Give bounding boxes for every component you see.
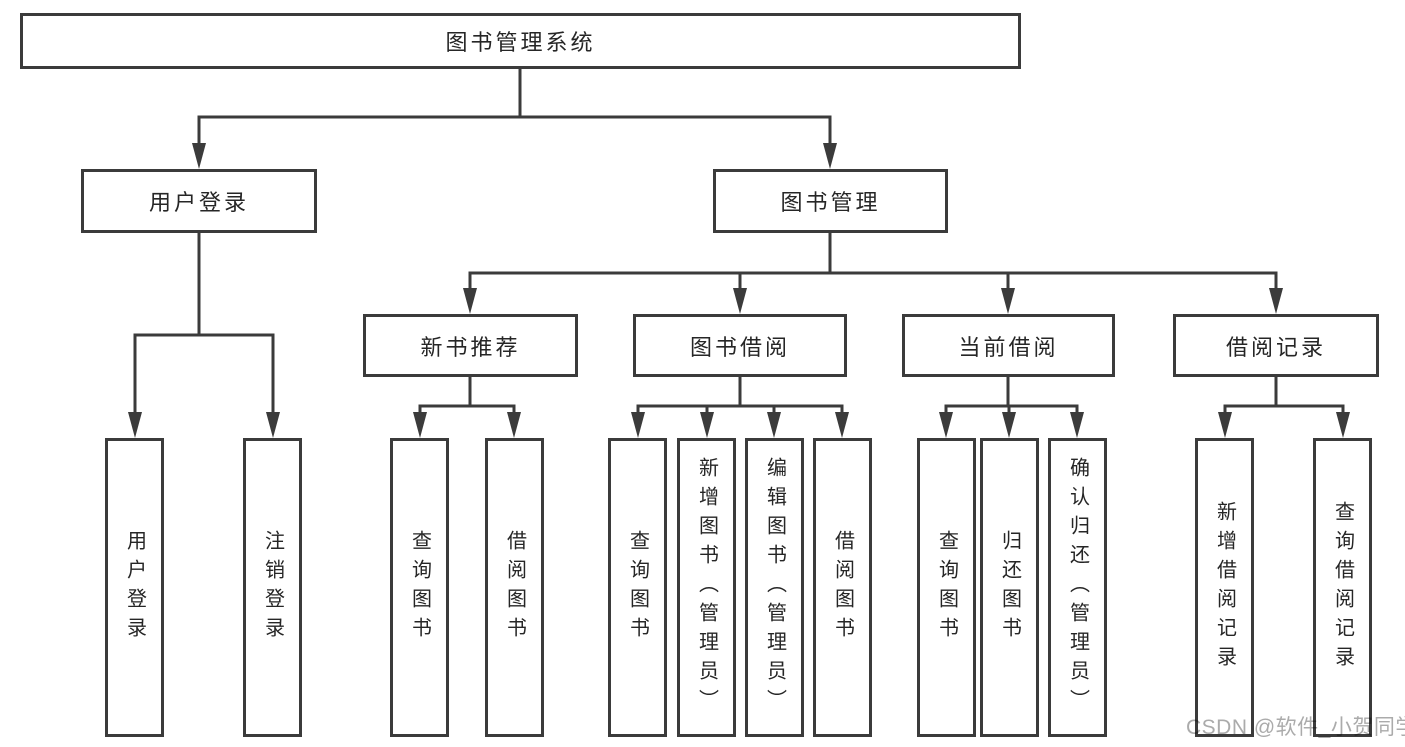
leaf-return-books: 归还图书 [980,438,1039,737]
node-library-management-system: 图书管理系统 [20,13,1021,69]
node-label: 借阅图书 [831,529,854,646]
leaf-borrow-books-recommend: 借阅图书 [485,438,544,737]
connector-current-borrowing-to-children [939,377,1084,438]
connector-book-borrowing-to-children [631,377,849,438]
node-label: 新增借阅记录 [1213,500,1236,675]
node-current-borrowing: 当前借阅 [902,314,1115,377]
node-label: 用户登录 [148,190,249,215]
node-label: 查询图书 [626,529,649,646]
connector-user-login-to-children [128,233,280,438]
node-label: 确认归还（管理员） [1066,457,1089,718]
node-label: 图书借阅 [689,334,790,360]
node-user-login: 用户登录 [81,169,317,233]
leaf-add-borrow-record: 新增借阅记录 [1195,438,1254,737]
leaf-confirm-return-admin: 确认归还（管理员） [1048,438,1107,737]
leaf-user-login: 用户登录 [105,438,164,737]
connector-book-management-to-children [463,233,1283,314]
node-label: 当前借阅 [958,334,1059,360]
node-label: 编辑图书（管理员） [763,457,786,718]
node-label: 查询图书 [935,529,958,646]
connector-new-book-recommend-to-children [413,377,521,438]
node-label: 查询借阅记录 [1331,500,1354,675]
node-book-borrowing: 图书借阅 [633,314,847,377]
leaf-add-book-admin: 新增图书（管理员） [677,438,736,737]
node-label: 查询图书 [408,529,431,646]
leaf-query-books-current: 查询图书 [917,438,976,737]
leaf-logout: 注销登录 [243,438,302,737]
leaf-borrow-books-borrowing: 借阅图书 [813,438,872,737]
node-label: 用户登录 [123,529,146,646]
node-book-management: 图书管理 [713,169,948,233]
node-label: 归还图书 [998,529,1021,646]
leaf-query-borrow-record: 查询借阅记录 [1313,438,1372,737]
csdn-watermark: CSDN @软件_小贺同学 [1186,716,1405,739]
node-borrowing-records: 借阅记录 [1173,314,1379,377]
node-new-book-recommend: 新书推荐 [363,314,578,377]
node-label: 图书管理系统 [445,30,596,55]
node-label: 新增图书（管理员） [695,457,718,718]
leaf-query-books-borrowing: 查询图书 [608,438,667,737]
node-label: 借阅图书 [503,529,526,646]
leaf-edit-book-admin: 编辑图书（管理员） [745,438,804,737]
leaf-query-books-recommend: 查询图书 [390,438,449,737]
connector-root-to-children [192,69,837,169]
node-label: 图书管理 [780,190,881,215]
node-label: 注销登录 [261,529,284,646]
node-label: 新书推荐 [420,334,521,360]
connector-borrowing-records-to-children [1218,377,1350,438]
node-label: 借阅记录 [1225,334,1326,360]
